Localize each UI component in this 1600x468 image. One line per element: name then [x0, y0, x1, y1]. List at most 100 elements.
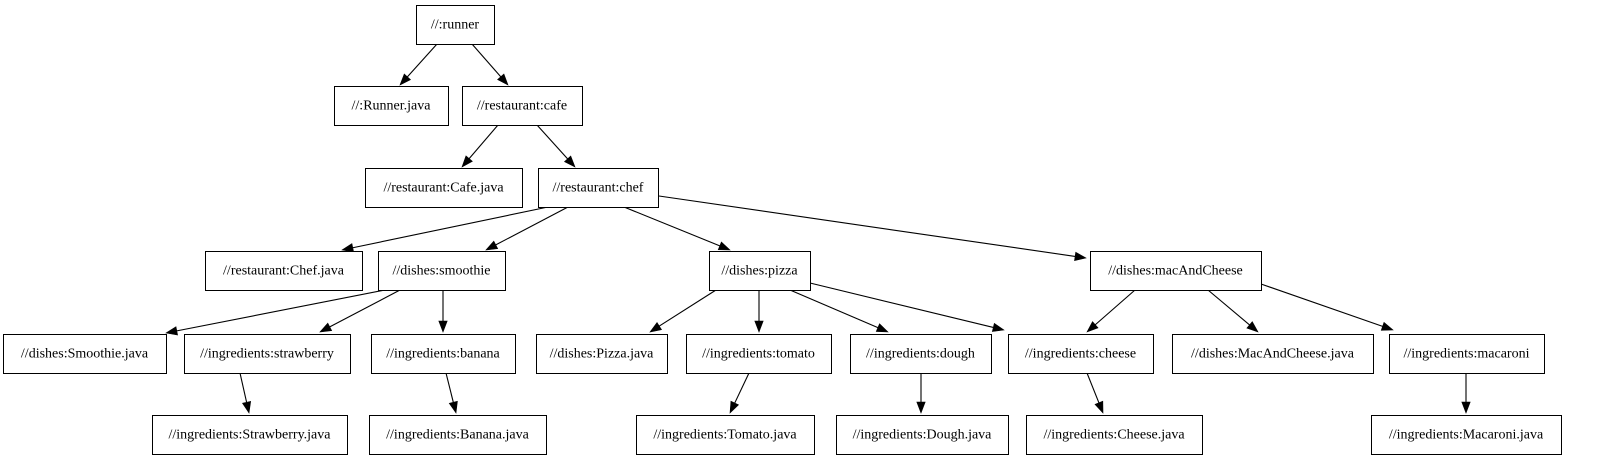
edge-line	[623, 206, 721, 247]
graph-node-macaroni_java[interactable]: //ingredients:Macaroni.java	[1371, 415, 1562, 455]
graph-node-cafe_java[interactable]: //restaurant:Cafe.java	[365, 168, 523, 208]
node-box[interactable]	[152, 415, 348, 455]
node-label: //:Runner.java	[352, 99, 432, 114]
node-box[interactable]	[850, 334, 992, 374]
graph-node-dishes_macandchee[interactable]: //dishes:macAndCheese	[1090, 251, 1262, 291]
node-label: //ingredients:strawberry	[200, 347, 334, 362]
graph-node-ing_banana[interactable]: //ingredients:banana	[371, 334, 516, 374]
node-box[interactable]	[536, 334, 668, 374]
edge-arrowhead	[1461, 401, 1471, 414]
edge-arrowhead	[448, 400, 458, 414]
node-box[interactable]	[416, 5, 495, 45]
graph-edge	[438, 290, 448, 333]
graph-node-ing_dough[interactable]: //ingredients:dough	[850, 334, 992, 374]
node-box[interactable]	[371, 334, 516, 374]
node-label: //restaurant:cafe	[477, 99, 567, 114]
node-label: //ingredients:banana	[386, 347, 500, 362]
edge-arrowhead	[717, 241, 731, 251]
edge-line	[176, 289, 386, 332]
graph-edge	[319, 289, 401, 333]
node-box[interactable]	[686, 334, 832, 374]
node-box[interactable]	[1090, 251, 1262, 291]
graph-node-tomato_java[interactable]: //ingredients:Tomato.java	[636, 415, 815, 455]
edge-arrowhead	[461, 155, 473, 168]
graph-node-runner[interactable]: //:runner	[416, 5, 495, 45]
edge-line	[1260, 283, 1383, 327]
node-box[interactable]	[334, 86, 449, 126]
graph-node-ing_cheese[interactable]: //ingredients:cheese	[1008, 334, 1154, 374]
edge-line	[445, 372, 454, 403]
node-box[interactable]	[184, 334, 351, 374]
node-box[interactable]	[205, 251, 363, 291]
edge-line	[406, 43, 438, 78]
edge-line	[734, 372, 750, 404]
edge-line	[495, 206, 569, 246]
graph-edge	[809, 282, 1005, 332]
node-box[interactable]	[1026, 415, 1203, 455]
node-box[interactable]	[538, 168, 659, 208]
node-box[interactable]	[378, 251, 506, 291]
node-box[interactable]	[365, 168, 523, 208]
graph-node-restaurant_cafe[interactable]: //restaurant:cafe	[462, 86, 583, 126]
node-box[interactable]	[836, 415, 1009, 455]
node-box[interactable]	[1172, 334, 1374, 374]
graph-edge	[471, 43, 509, 86]
graph-node-dishes_pizza[interactable]: //dishes:pizza	[709, 251, 811, 291]
edge-arrowhead	[1094, 400, 1104, 414]
edge-line	[789, 289, 879, 329]
edge-arrowhead	[1074, 251, 1087, 261]
graph-node-runner_java[interactable]: //:Runner.java	[334, 86, 449, 126]
node-box[interactable]	[709, 251, 811, 291]
node-box[interactable]	[3, 334, 167, 374]
edge-arrowhead	[1380, 321, 1394, 331]
graph-node-ing_macaroni[interactable]: //ingredients:macaroni	[1389, 334, 1545, 374]
graph-node-dough_java[interactable]: //ingredients:Dough.java	[836, 415, 1009, 455]
graph-node-chef_java[interactable]: //restaurant:Chef.java	[205, 251, 363, 291]
edge-line	[471, 43, 502, 78]
node-box[interactable]	[1389, 334, 1545, 374]
node-label: //dishes:Pizza.java	[550, 347, 655, 362]
edge-arrowhead	[497, 73, 509, 86]
graph-node-dishes_smoothie[interactable]: //dishes:smoothie	[378, 251, 506, 291]
graph-edge	[649, 289, 717, 333]
graph-node-macandcheese_java[interactable]: //dishes:MacAndCheese.java	[1172, 334, 1374, 374]
node-label: //dishes:pizza	[721, 264, 798, 279]
node-box[interactable]	[1371, 415, 1562, 455]
edge-line	[1094, 289, 1136, 326]
edge-line	[468, 124, 499, 160]
graph-node-smoothie_java[interactable]: //dishes:Smoothie.java	[3, 334, 167, 374]
graph-node-cheese_java[interactable]: //ingredients:Cheese.java	[1026, 415, 1203, 455]
edge-arrowhead	[875, 323, 889, 333]
graph-edge	[399, 43, 438, 86]
graph-node-banana_java[interactable]: //ingredients:Banana.java	[369, 415, 547, 455]
node-label: //ingredients:Cheese.java	[1043, 428, 1185, 443]
node-label: //ingredients:cheese	[1025, 347, 1136, 362]
node-label: //restaurant:Chef.java	[223, 264, 345, 279]
edge-line	[658, 289, 717, 327]
edge-arrowhead	[165, 326, 178, 336]
graph-node-strawberry_java[interactable]: //ingredients:Strawberry.java	[152, 415, 348, 455]
edge-arrowhead	[754, 320, 764, 333]
node-label: //dishes:Smoothie.java	[21, 347, 149, 362]
graph-node-ing_tomato[interactable]: //ingredients:tomato	[686, 334, 832, 374]
graph-node-pizza_java[interactable]: //dishes:Pizza.java	[536, 334, 668, 374]
graph-node-ing_strawberry[interactable]: //ingredients:strawberry	[184, 334, 351, 374]
node-box[interactable]	[462, 86, 583, 126]
node-label: //ingredients:Macaroni.java	[1389, 428, 1544, 443]
graph-edge	[1086, 372, 1104, 414]
node-box[interactable]	[636, 415, 815, 455]
graph-edge	[1207, 289, 1259, 333]
node-label: //:runner	[431, 18, 480, 33]
node-box[interactable]	[1008, 334, 1154, 374]
edge-arrowhead	[399, 73, 412, 86]
node-label: //dishes:smoothie	[393, 264, 491, 279]
graph-edge	[754, 290, 764, 333]
node-box[interactable]	[369, 415, 547, 455]
edge-line	[658, 195, 1076, 257]
edge-arrowhead	[485, 240, 499, 251]
graph-edge	[623, 206, 731, 251]
edge-arrowhead	[319, 322, 333, 333]
edge-arrowhead	[916, 401, 926, 414]
graph-node-restaurant_chef[interactable]: //restaurant:chef	[538, 168, 659, 208]
